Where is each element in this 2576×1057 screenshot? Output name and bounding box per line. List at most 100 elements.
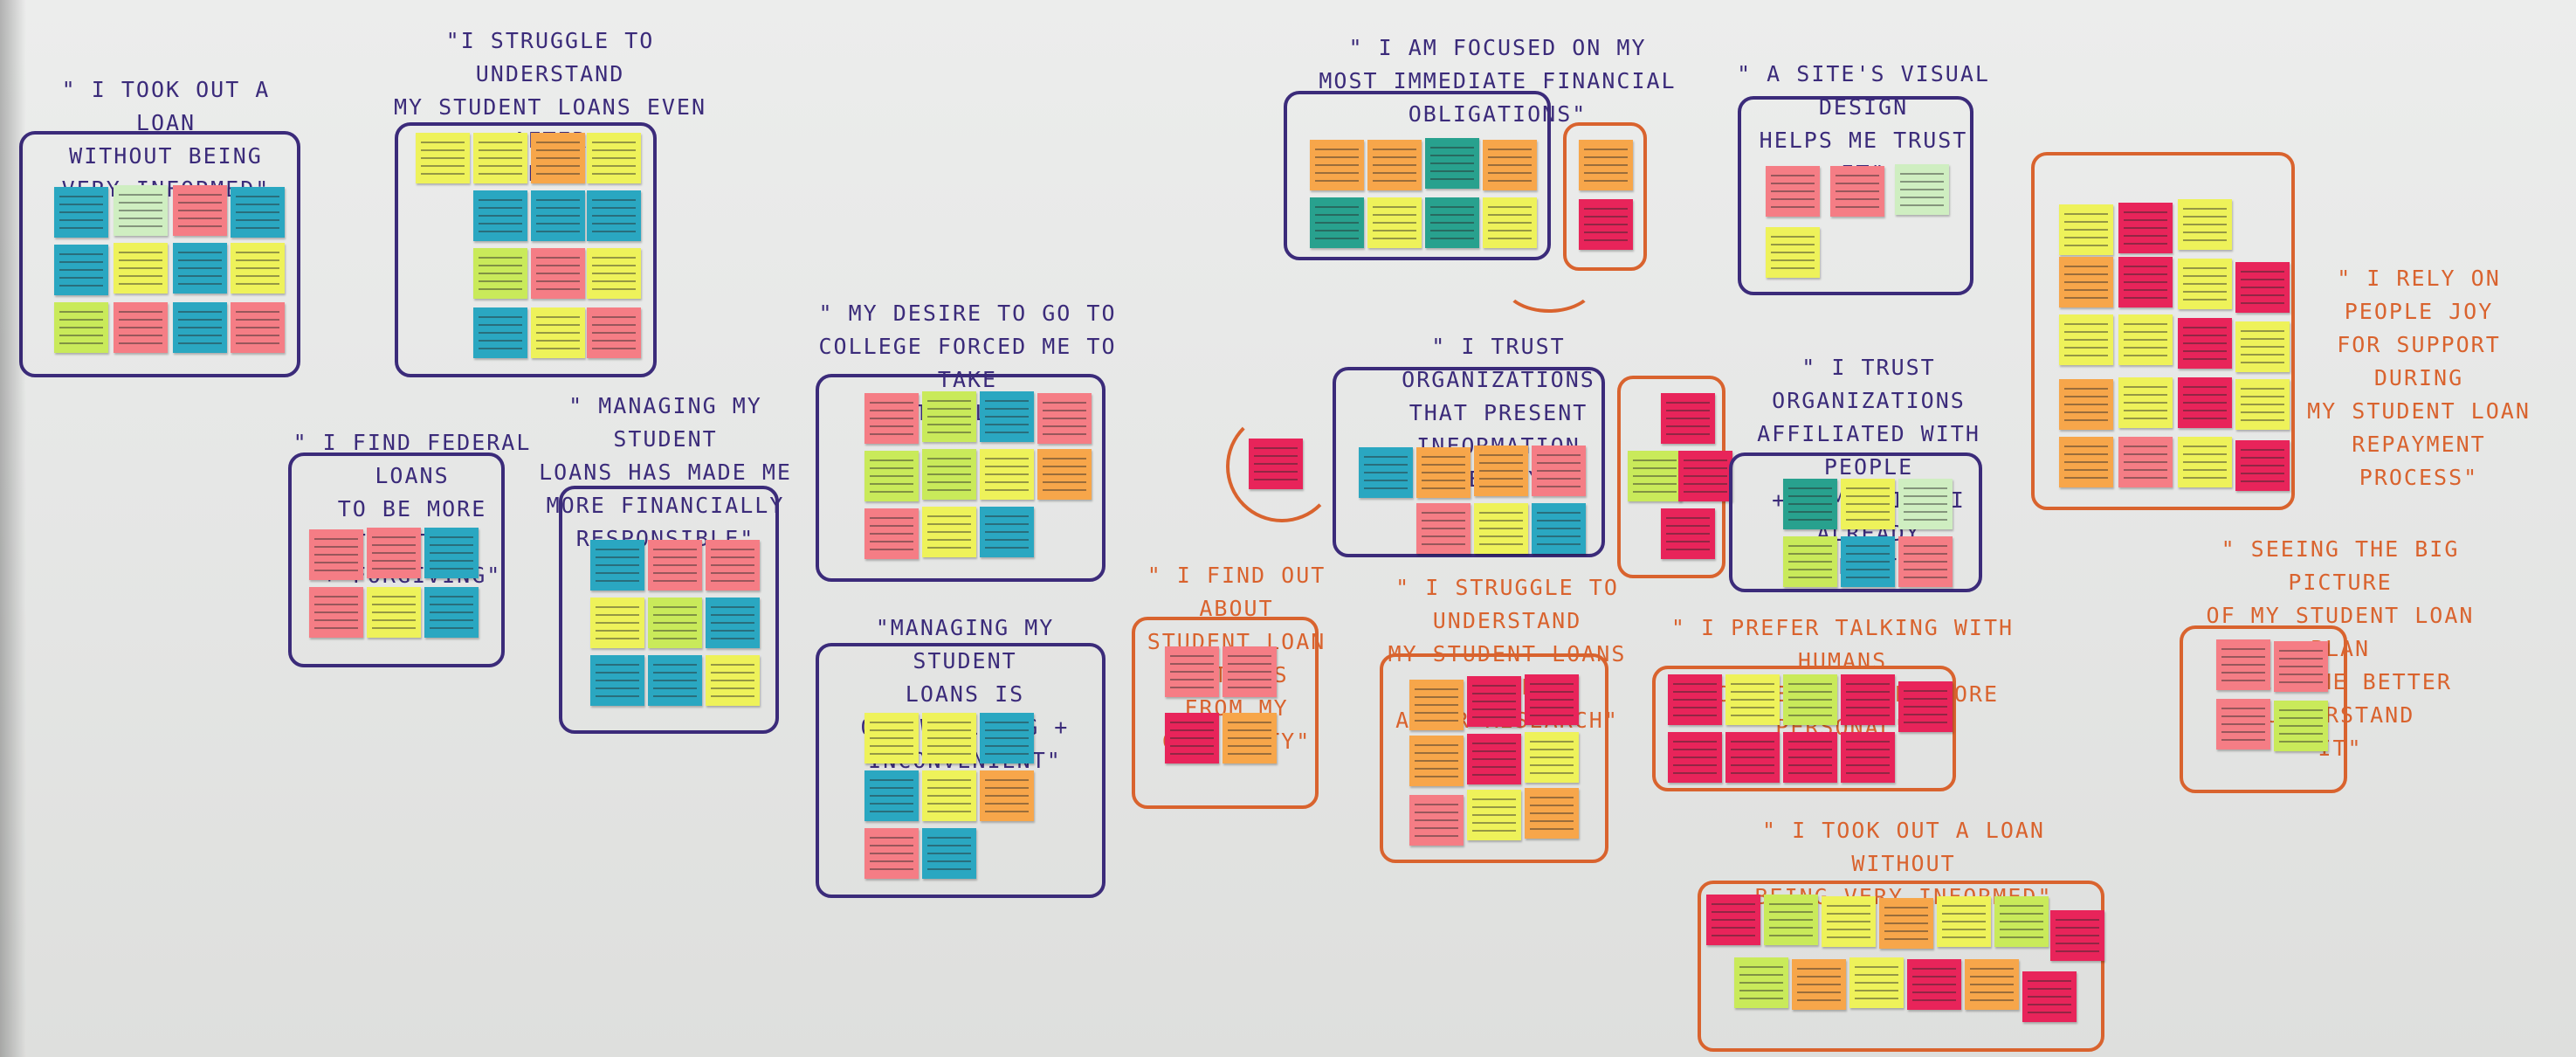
- sticky-note: [590, 598, 644, 648]
- sticky-note: [173, 302, 227, 353]
- sticky-note: [1409, 680, 1464, 730]
- sticky-note: [1706, 895, 1760, 945]
- sticky-note: [1841, 674, 1895, 725]
- sticky-note: [309, 587, 363, 638]
- sticky-note: [1849, 957, 1904, 1008]
- cluster-box-struggle-research: [1380, 653, 1608, 863]
- cluster-heading-big-picture: " SEEING THE BIG PICTURE OF MY STUDENT L…: [2206, 536, 2475, 761]
- sticky-note: [1661, 508, 1715, 559]
- sticky-note: [1628, 451, 1682, 501]
- sticky-note: [173, 185, 227, 236]
- sticky-note: [2118, 437, 2173, 487]
- sticky-note: [1764, 895, 1818, 945]
- sticky-note: [1037, 393, 1092, 444]
- sticky-note: [587, 307, 641, 358]
- connector-arrow: [1502, 253, 1596, 313]
- sticky-note: [1734, 957, 1788, 1008]
- sticky-note: [1994, 896, 2049, 947]
- sticky-note: [531, 307, 585, 358]
- sticky-note: [367, 587, 421, 638]
- sticky-note: [1425, 138, 1479, 189]
- sticky-note: [1898, 536, 1953, 587]
- sticky-note: [1525, 732, 1579, 783]
- cluster-box-federal-loans: [288, 453, 505, 667]
- cluster-box-visual-design: [1738, 96, 1973, 295]
- cluster-box-immediate-obligations-side: [1563, 122, 1647, 271]
- sticky-note: [1359, 447, 1413, 498]
- sticky-note: [864, 508, 919, 559]
- sticky-note: [980, 391, 1034, 442]
- sticky-note: [1532, 446, 1586, 496]
- sticky-note: [2118, 377, 2173, 428]
- sticky-note: [473, 190, 527, 241]
- sticky-note: [309, 529, 363, 580]
- cluster-heading-rely-on-people: " I RELY ON PEOPLE JOY FOR SUPPORT DURIN…: [2307, 266, 2531, 490]
- sticky-note: [1037, 449, 1092, 500]
- cluster-box-affiliated-companies: [1729, 453, 1982, 592]
- sticky-note: [590, 655, 644, 706]
- sticky-note: [864, 393, 919, 444]
- sticky-note: [1841, 732, 1895, 783]
- sticky-note: [1783, 479, 1837, 529]
- sticky-note: [173, 243, 227, 294]
- sticky-note: [1532, 503, 1586, 554]
- sticky-note: [1579, 199, 1633, 250]
- cluster-box-took-loan-orange: [1698, 881, 2104, 1052]
- sticky-note: [1525, 788, 1579, 839]
- sticky-note: [2059, 204, 2113, 255]
- sticky-note: [1223, 713, 1277, 763]
- sticky-note: [231, 243, 285, 294]
- cluster-box-community: [1132, 617, 1319, 809]
- cluster-heading-immediate-obligations: " I AM FOCUSED ON MY MOST IMMEDIATE FINA…: [1319, 35, 1677, 127]
- sticky-note: [1579, 140, 1633, 190]
- sticky-note: [2022, 971, 2077, 1022]
- cluster-box-struggle-understand: [395, 122, 657, 377]
- sticky-note: [706, 598, 760, 648]
- sticky-note: [54, 187, 108, 238]
- sticky-note: [1474, 446, 1528, 496]
- sticky-note: [2216, 699, 2270, 750]
- sticky-note: [864, 828, 919, 879]
- sticky-note: [114, 185, 168, 236]
- sticky-note: [473, 307, 527, 358]
- sticky-note: [1725, 674, 1780, 725]
- sticky-note: [114, 302, 168, 353]
- sticky-note: [1907, 959, 1961, 1010]
- sticky-note: [1409, 736, 1464, 786]
- sticky-note: [2274, 701, 2328, 751]
- cluster-box-talking-humans: [1652, 666, 1956, 791]
- sticky-note: [1483, 197, 1537, 248]
- cluster-box-desire-college: [816, 374, 1105, 582]
- cluster-box-big-picture: [2180, 625, 2347, 793]
- sticky-note: [922, 507, 976, 557]
- sticky-note: [2118, 203, 2173, 253]
- sticky-note: [1367, 140, 1422, 190]
- sticky-note: [864, 770, 919, 821]
- sticky-note: [1792, 959, 1846, 1010]
- sticky-note: [587, 248, 641, 299]
- sticky-note: [1474, 503, 1528, 554]
- sticky-note: [2050, 910, 2104, 961]
- sticky-note: [1898, 681, 1953, 732]
- sticky-note: [424, 528, 479, 578]
- sticky-note: [922, 391, 976, 442]
- sticky-note: [2235, 379, 2290, 430]
- sticky-note: [2274, 641, 2328, 692]
- sticky-note: [1467, 676, 1521, 727]
- sticky-note: [1310, 197, 1364, 248]
- sticky-note: [424, 587, 479, 638]
- sticky-note: [1483, 140, 1537, 190]
- sticky-note: [2235, 262, 2290, 313]
- sticky-note: [2178, 318, 2232, 369]
- sticky-note: [922, 713, 976, 763]
- sticky-note: [2216, 639, 2270, 690]
- sticky-note: [1822, 896, 1876, 947]
- wall-shadow: [0, 0, 26, 1057]
- sticky-note: [231, 302, 285, 353]
- sticky-note: [1467, 790, 1521, 840]
- sticky-note: [1895, 164, 1949, 215]
- cluster-heading-financially-responsible: " MANAGING MY STUDENT LOANS HAS MADE ME …: [539, 393, 792, 551]
- sticky-note: [1165, 713, 1219, 763]
- sticky-note: [864, 713, 919, 763]
